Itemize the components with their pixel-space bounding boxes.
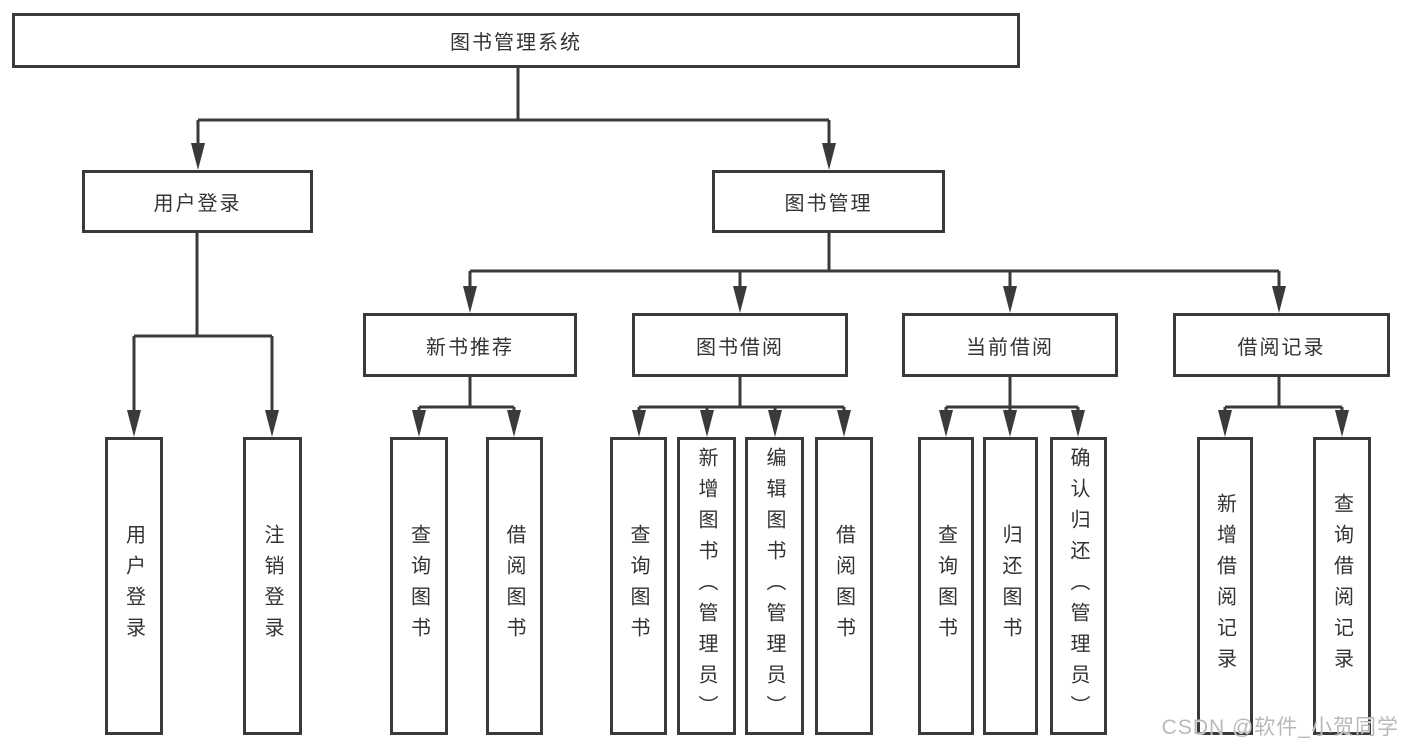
leaf-label: 编辑图书（管理员） [763,446,785,726]
leaf-label: 用户登录 [122,524,145,648]
leaf-label: 查询图书 [934,524,957,648]
node-label: 图书管理系统 [450,32,582,54]
leaf-borrow-borrow-books: 借阅图书 [815,437,873,735]
leaf-borrow-add-books-admin: 新增图书（管理员） [677,437,736,735]
leaf-borrow-edit-books-admin: 编辑图书（管理员） [745,437,804,735]
leaf-logout: 注销登录 [243,437,302,735]
leaf-borrow-query-books: 查询图书 [610,437,667,735]
leaf-records-query-record: 查询借阅记录 [1313,437,1371,735]
leaf-label: 确认归还（管理员） [1067,446,1089,726]
leaf-label: 查询图书 [627,524,649,648]
node-label: 图书管理 [784,193,873,215]
node-label: 用户登录 [153,193,242,215]
node-book-borrow: 图书借阅 [632,313,848,377]
leaf-recommend-query-books: 查询图书 [390,437,448,735]
node-library-system: 图书管理系统 [12,13,1020,68]
leaf-label: 借阅图书 [832,524,855,648]
node-label: 图书借阅 [696,336,784,359]
leaf-label: 查询借阅记录 [1330,493,1353,679]
leaf-label: 新增图书（管理员） [695,446,717,726]
leaf-recommend-borrow-books: 借阅图书 [486,437,543,735]
leaf-current-query-books: 查询图书 [918,437,974,735]
leaf-user-login: 用户登录 [105,437,163,735]
leaf-label: 归还图书 [999,524,1021,648]
leaf-label: 新增借阅记录 [1213,493,1236,679]
csdn-watermark: CSDN @软件_小贺同学 [1161,716,1399,739]
arrowheads [127,143,1349,437]
leaf-label: 注销登录 [261,524,283,648]
leaf-current-confirm-return-admin: 确认归还（管理员） [1050,437,1107,735]
node-label: 新书推荐 [426,336,514,359]
leaf-label: 查询图书 [407,524,430,648]
node-current-borrow: 当前借阅 [902,313,1118,377]
node-label: 当前借阅 [966,336,1054,359]
leaf-current-return-books: 归还图书 [983,437,1038,735]
leaf-label: 借阅图书 [503,524,525,648]
node-user-login: 用户登录 [82,170,313,233]
leaf-records-add-record: 新增借阅记录 [1197,437,1253,735]
node-borrow-records: 借阅记录 [1173,313,1390,377]
node-book-management: 图书管理 [712,170,945,233]
node-new-book-recommend: 新书推荐 [363,313,577,377]
node-label: 借阅记录 [1237,336,1326,359]
